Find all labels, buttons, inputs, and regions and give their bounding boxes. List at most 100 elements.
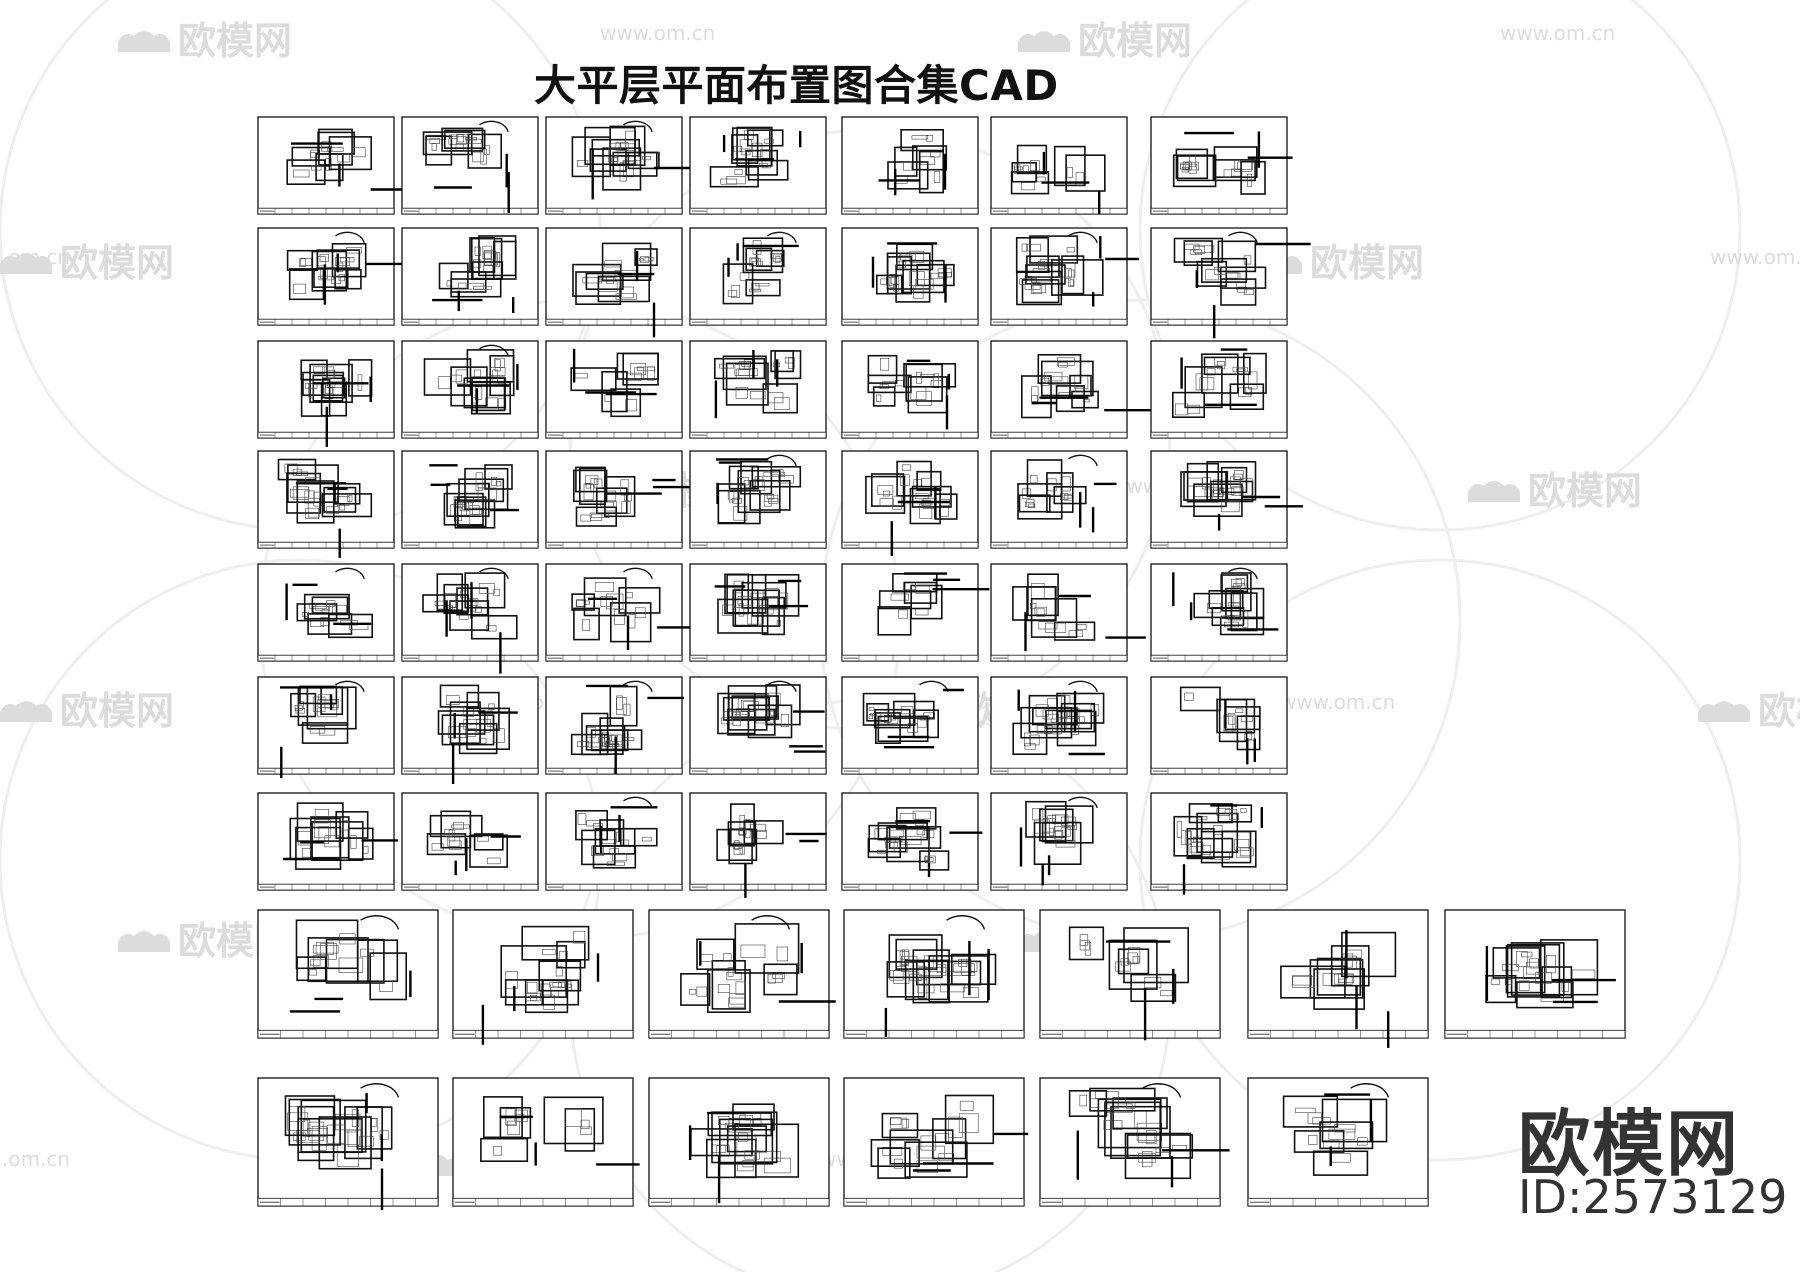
- sheet-title-block: [257, 654, 395, 662]
- sheet-title-block: [545, 767, 683, 775]
- sheet-title-block: [1150, 541, 1288, 549]
- floor-plan-drawing: [429, 464, 520, 529]
- floor-plan-drawing: [570, 680, 684, 775]
- floor-plan-sheet: [401, 450, 539, 549]
- floor-plan-drawing: [867, 807, 983, 877]
- floor-plan-drawing: [1015, 231, 1139, 307]
- floor-plan-sheet: [401, 340, 539, 439]
- floor-plan-sheet: [841, 676, 979, 775]
- floor-plan-drawing: [688, 1103, 800, 1204]
- sheet-frame: [990, 340, 1128, 439]
- sheet-title-block: [990, 767, 1128, 775]
- floor-plan-drawing: [481, 925, 600, 1045]
- floor-plan-sheet: [545, 450, 706, 549]
- sheet-title-block: [990, 318, 1128, 326]
- sheet-frame: [648, 909, 830, 1039]
- floor-plan-drawing: [570, 348, 660, 418]
- floor-plan-sheet: [841, 563, 990, 662]
- floor-plan-drawing: [572, 466, 706, 527]
- sheet-title-block: [689, 883, 827, 891]
- sheet-title-block: [257, 541, 395, 549]
- sheet-title-block: [689, 207, 827, 215]
- floor-plan-sheet: [990, 792, 1128, 891]
- floor-plan-sheet: [452, 1077, 640, 1207]
- sheet-title-block: [648, 1029, 830, 1039]
- floor-plan-sheet: [990, 116, 1128, 215]
- sheet-title-block: [841, 431, 979, 439]
- sheet-title-block: [1150, 883, 1288, 891]
- floor-plan-drawing: [1179, 686, 1261, 765]
- floor-plan-drawing: [865, 460, 958, 556]
- floor-plan-drawing: [1017, 454, 1117, 533]
- sheet-title-block: [841, 318, 979, 326]
- sheet-frame: [841, 792, 979, 891]
- sheet-title-block: [401, 431, 539, 439]
- floor-plan-drawing: [709, 126, 802, 188]
- floor-plan-drawing: [432, 235, 517, 313]
- sheet-frame: [689, 227, 827, 326]
- sheet-title-block: [545, 318, 683, 326]
- floor-plan-drawing: [878, 129, 948, 196]
- sheet-title-block: [545, 883, 683, 891]
- floor-plan-sheet: [990, 563, 1146, 662]
- sheet-frame: [990, 450, 1128, 549]
- floor-plan-drawing: [1010, 144, 1106, 214]
- sheet-title-block: [990, 207, 1128, 215]
- sheet-title-block: [1039, 1029, 1221, 1039]
- sheet-frame: [990, 676, 1128, 775]
- floor-plan-drawing: [717, 680, 826, 753]
- sheet-title-block: [990, 654, 1128, 662]
- floor-plan-sheet: [545, 340, 683, 439]
- floor-plan-sheet: [401, 563, 539, 674]
- sheet-title-block: [689, 767, 827, 775]
- floor-plan-drawing: [282, 802, 398, 870]
- floor-plan-drawing: [1012, 680, 1105, 756]
- sheet-frame: [689, 676, 827, 775]
- sheet-title-block: [545, 431, 683, 439]
- floor-plan-sheet: [689, 676, 827, 775]
- floor-plan-drawing: [862, 680, 964, 749]
- floor-plan-drawing: [1020, 353, 1153, 419]
- sheet-title-block: [401, 654, 539, 662]
- floor-plan-sheet: [1247, 1077, 1429, 1207]
- sheet-title-block: [648, 1197, 830, 1207]
- floor-plan-sheet: [545, 792, 683, 891]
- sheet-frame: [689, 450, 827, 549]
- sheet-frame: [257, 909, 439, 1039]
- floor-plan-sheet: [990, 450, 1128, 549]
- floor-plan-drawing: [571, 567, 698, 651]
- floor-plan-sheet: [990, 227, 1139, 326]
- floor-plan-drawing: [422, 120, 510, 214]
- sheet-title-block: [1150, 431, 1288, 439]
- sheet-title-block: [1444, 1029, 1626, 1039]
- floor-plan-drawing: [714, 573, 809, 636]
- floor-plan-drawing: [280, 680, 365, 779]
- sheet-title-block: [257, 318, 395, 326]
- sheet-title-block: [843, 1029, 1025, 1039]
- floor-plan-sheet: [401, 227, 539, 326]
- floor-plan-sheet: [689, 227, 827, 326]
- floor-plan-drawing: [867, 354, 957, 430]
- sheet-title-block: [401, 207, 539, 215]
- sheet-frame: [648, 1077, 830, 1207]
- sheet-title-block: [1039, 1197, 1221, 1207]
- floor-plan-drawing: [1173, 803, 1264, 895]
- sheet-frame: [1150, 116, 1288, 215]
- floor-plan-sheet: [545, 676, 684, 775]
- floor-plan-sheet: [841, 340, 979, 439]
- floor-plan-sheet: [1150, 676, 1288, 775]
- floor-plan-sheet: [401, 116, 539, 215]
- floor-plan-sheet: [1150, 792, 1288, 895]
- floor-plan-drawing: [1485, 939, 1616, 1009]
- floor-plan-drawing: [572, 242, 658, 338]
- sheet-frame: [401, 116, 539, 215]
- sheet-frame: [990, 116, 1128, 215]
- floor-plan-drawing: [423, 344, 519, 415]
- sheet-frame: [689, 116, 827, 215]
- floor-plan-sheet: [1150, 450, 1303, 549]
- floor-plan-sheet: [648, 1077, 830, 1207]
- floor-plan-drawing: [286, 128, 419, 191]
- floor-plan-sheet: [545, 227, 683, 338]
- sheet-title-block: [841, 883, 979, 891]
- sheet-title-block: [545, 654, 683, 662]
